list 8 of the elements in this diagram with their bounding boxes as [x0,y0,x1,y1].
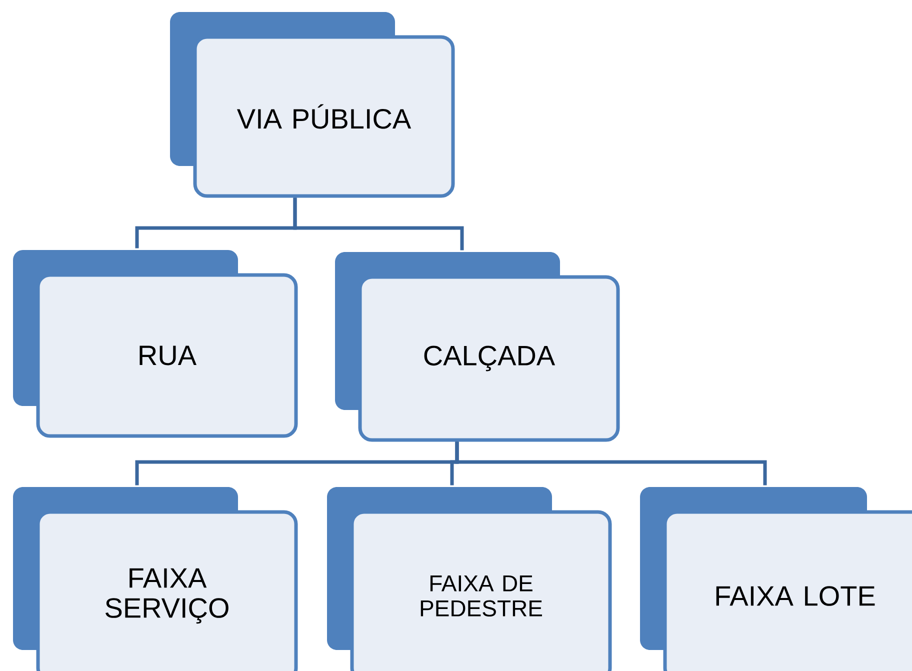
hierarchy-box: FAIXA LOTE [640,487,912,671]
connector-line [455,442,767,486]
hierarchy-box: FAIXA DE PEDESTRE [327,487,612,671]
hierarchy-box: CALÇADA [335,252,620,442]
connector-line [293,198,464,250]
hierarchy-box: FAIXA SERVIÇO [13,487,298,671]
hierarchy-box: RUA [13,250,298,438]
hierarchy-box: VIA PÚBLICA [170,12,455,198]
